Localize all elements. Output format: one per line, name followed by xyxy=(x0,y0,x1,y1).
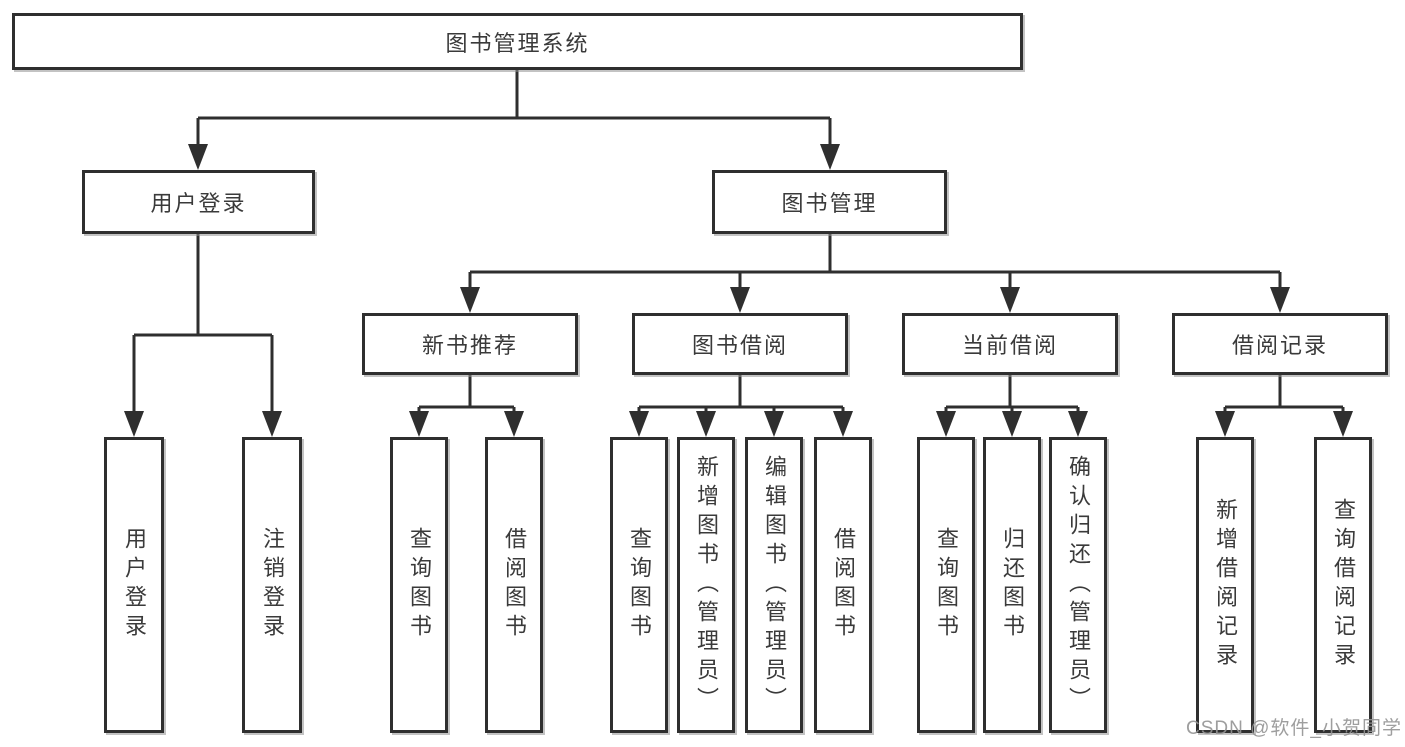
leaf-query-books-borrow: 查询图书 xyxy=(610,437,668,733)
leaf-query-books-current: 查询图书 xyxy=(917,437,975,733)
leaf-confirm-return-admin: 确认归还（管理员） xyxy=(1049,437,1107,733)
node-user-login-module: 用户登录 xyxy=(82,170,315,234)
node-label: 新增图书（管理员） xyxy=(694,454,719,716)
node-library-management-system: 图书管理系统 xyxy=(12,13,1023,70)
node-label: 查询借阅记录 xyxy=(1331,498,1356,672)
node-label: 借阅记录 xyxy=(1231,333,1328,358)
node-label: 图书借阅 xyxy=(691,333,788,358)
node-label: 图书管理系统 xyxy=(445,30,590,56)
node-label: 用户登录 xyxy=(150,191,247,216)
leaf-query-books-recommend: 查询图书 xyxy=(390,437,448,733)
node-label: 借阅图书 xyxy=(502,527,527,643)
leaf-edit-books-admin: 编辑图书（管理员） xyxy=(745,437,803,733)
node-label: 归还图书 xyxy=(1000,527,1025,643)
node-current-borrow: 当前借阅 xyxy=(902,313,1118,375)
node-label: 新书推荐 xyxy=(421,333,518,358)
node-label: 用户登录 xyxy=(122,527,147,643)
leaf-borrow-books-recommend: 借阅图书 xyxy=(485,437,543,733)
leaf-add-books-admin: 新增图书（管理员） xyxy=(677,437,735,733)
node-label: 查询图书 xyxy=(627,527,652,643)
leaf-borrow-books: 借阅图书 xyxy=(814,437,872,733)
node-label: 新增借阅记录 xyxy=(1213,498,1238,672)
node-new-book-recommend: 新书推荐 xyxy=(362,313,578,375)
node-book-management-module: 图书管理 xyxy=(712,170,947,234)
node-book-borrow: 图书借阅 xyxy=(632,313,848,375)
csdn-watermark: CSDN @软件_小贺同学 xyxy=(1186,718,1402,739)
leaf-return-books: 归还图书 xyxy=(983,437,1041,733)
node-label: 图书管理 xyxy=(781,191,878,216)
leaf-logout: 注销登录 xyxy=(242,437,302,733)
node-label: 查询图书 xyxy=(407,527,432,643)
node-borrow-records: 借阅记录 xyxy=(1172,313,1388,375)
node-label: 注销登录 xyxy=(260,527,285,643)
leaf-add-borrow-record: 新增借阅记录 xyxy=(1196,437,1254,733)
node-label: 查询图书 xyxy=(934,527,959,643)
node-label: 借阅图书 xyxy=(831,527,856,643)
leaf-user-login: 用户登录 xyxy=(104,437,164,733)
node-label: 编辑图书（管理员） xyxy=(762,454,787,716)
leaf-query-borrow-record: 查询借阅记录 xyxy=(1314,437,1372,733)
node-label: 当前借阅 xyxy=(961,333,1058,358)
node-label: 确认归还（管理员） xyxy=(1066,454,1091,716)
